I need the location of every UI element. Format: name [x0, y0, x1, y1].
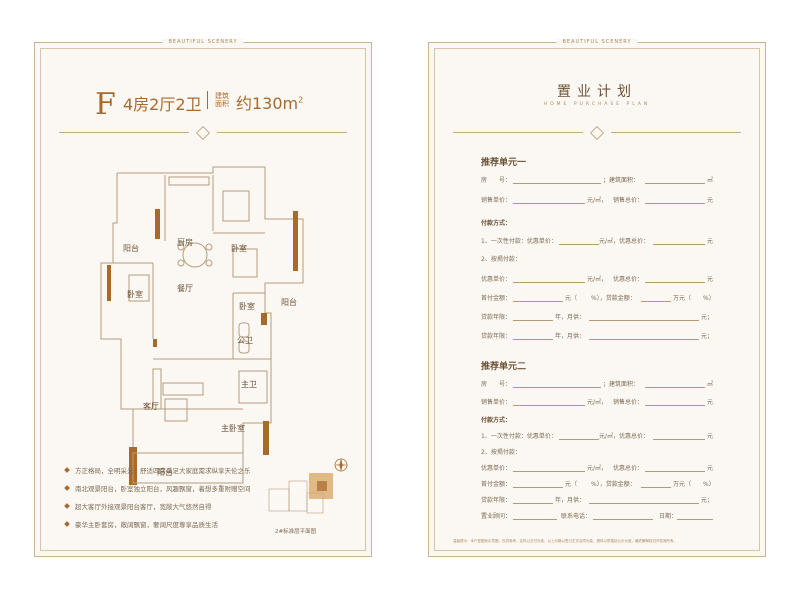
- loan-amount-field[interactable]: [641, 487, 671, 488]
- feature-item: 超大客厅外接观景阳台客厅，宽敞大气悠然自得: [64, 501, 265, 511]
- room-kitchen: 厨房: [177, 238, 193, 247]
- monthly-payment-field[interactable]: [589, 320, 699, 321]
- unit2-pay2-row: 2、按揭付款：: [481, 449, 521, 456]
- ornament-divider: [59, 125, 347, 141]
- room-bedroom-mid: 卧室: [239, 302, 255, 311]
- purchase-plan-sheet: BEAUTIFUL SCENERY 置业计划 HOME PURCHASE PLA…: [428, 39, 766, 557]
- plan-outline: [100, 166, 304, 454]
- down-payment-field[interactable]: [513, 301, 563, 302]
- loan-years-field[interactable]: [513, 339, 553, 340]
- floorplan-sheet: BEAUTIFUL SCENERY F 4房2厅2卫 建筑 面积 约130m2: [34, 39, 372, 557]
- feature-text: 豪华主卧套房，敞阔飘窗，奢阔尺度尊享品质生活: [75, 521, 218, 529]
- sheet-frame: [40, 48, 366, 551]
- unit1-title: 推荐单元一: [481, 158, 527, 168]
- feature-item: 方正格局，全明采光，舒适四房满足大家庭需求纵享天伦之乐: [64, 465, 265, 475]
- area-label-line2: 面积: [215, 100, 229, 108]
- unit1-pay2-row: 2、按揭付款：: [481, 256, 521, 263]
- bullet-icon: [64, 521, 70, 527]
- unit1-discount-row: 优惠单价： 元/㎡， 优惠总价： 元: [481, 276, 714, 283]
- consultant-field[interactable]: [513, 519, 557, 520]
- unit2-house-row: 房 号： ；建筑面积： ㎡: [481, 381, 714, 388]
- feature-item: 南北观景阳台，卧室独立阳台，风趣飘窗，着想多重附赠空间: [64, 483, 265, 493]
- pay1-total-field[interactable]: [653, 244, 705, 245]
- area-value: 约130m2: [236, 90, 303, 114]
- title-separator: [207, 91, 208, 109]
- unit1-payment-title: 付款方式：: [481, 220, 512, 227]
- sheet-banner: BEAUTIFUL SCENERY: [556, 39, 638, 45]
- phone-field[interactable]: [593, 519, 653, 520]
- unit2-discount-row: 优惠单价： 元/㎡， 优惠总价： 元: [481, 465, 714, 472]
- bullet-icon: [64, 467, 70, 473]
- sale-unit-price-field[interactable]: [513, 203, 585, 204]
- area-label: 建筑 面积: [215, 92, 233, 108]
- unit2-pay1-row: 1、一次性付款：优惠单价： 元/㎡，优惠总价： 元: [481, 433, 714, 440]
- area-label-line1: 建筑: [215, 92, 229, 100]
- unit1-house-row: 房 号： ；建筑面积： ㎡: [481, 177, 714, 184]
- pay1-total-field[interactable]: [653, 439, 705, 440]
- building-location-map: [268, 473, 333, 514]
- bullet-icon: [64, 503, 70, 509]
- ornament-divider: [453, 125, 741, 141]
- pay1-unit-field[interactable]: [559, 439, 599, 440]
- feature-item: 豪华主卧套房，敞阔飘窗，奢阔尺度尊享品质生活: [64, 519, 265, 529]
- unit1-sale-row: 销售单价： 元/㎡， 销售总价： 元: [481, 197, 714, 204]
- sale-total-field[interactable]: [645, 203, 705, 204]
- monthly-payment-field[interactable]: [589, 503, 699, 504]
- loan-years-field[interactable]: [513, 503, 553, 504]
- discount-total-field[interactable]: [645, 471, 705, 472]
- unit1-pay1-row: 1、一次性付款：优惠单价： 元/㎡，优惠总价： 元: [481, 238, 714, 245]
- compass-icon: [334, 458, 348, 472]
- room-master-bath: 主卫: [241, 380, 257, 389]
- room-master-bedroom: 主卧室: [221, 424, 245, 433]
- discount-unit-field[interactable]: [513, 282, 585, 283]
- house-no-field[interactable]: [513, 183, 601, 184]
- room-dining: 餐厅: [177, 284, 193, 293]
- feature-text: 超大客厅外接观景阳台客厅，宽敞大气悠然自得: [75, 503, 212, 511]
- sheet-banner: BEAUTIFUL SCENERY: [162, 39, 244, 45]
- unit2-down-row: 首付金额： 元（ %），贷款金额： 万元（ %）: [481, 481, 715, 488]
- discount-unit-field[interactable]: [513, 471, 585, 472]
- area-value-text: 约130m: [236, 94, 299, 113]
- purchase-plan-title: 置业计划: [557, 84, 637, 100]
- building-area-field[interactable]: [645, 387, 705, 388]
- feature-text: 南北观景阳台，卧室独立阳台，风趣飘窗，着想多重附赠空间: [75, 485, 251, 493]
- purchase-plan-subtitle: HOME PURCHASE PLAN: [543, 102, 651, 107]
- sale-total-field[interactable]: [645, 405, 705, 406]
- room-living: 客厅: [143, 402, 159, 411]
- disclaimer: 温馨提示：本户型图系示意图，仅供参考，实际以交付为准，以上价格以签订正式合同为准…: [453, 539, 677, 543]
- feature-list: 方正格局，全明采光，舒适四房满足大家庭需求纵享天伦之乐 南北观景阳台，卧室独立阳…: [64, 465, 265, 537]
- unit2-payment-title: 付款方式：: [481, 417, 512, 424]
- floor-plan: [100, 166, 304, 485]
- room-public-bath: 公卫: [237, 336, 253, 345]
- unit1-down-row: 首付金额： 元（ %），贷款金额： 万元（ %）: [481, 295, 715, 302]
- building-area-field[interactable]: [645, 183, 705, 184]
- loan-years-field[interactable]: [513, 320, 553, 321]
- pay1-unit-field[interactable]: [559, 244, 599, 245]
- house-no-field[interactable]: [513, 387, 601, 388]
- loan-amount-field[interactable]: [641, 301, 671, 302]
- unit1-loan-row: 贷款年限： 年，月供： 元；: [481, 314, 714, 321]
- sale-unit-price-field[interactable]: [513, 405, 585, 406]
- room-balcony-top: 阳台: [123, 244, 139, 253]
- room-config: 4房2厅2卫: [123, 95, 202, 114]
- room-balcony-right: 阳台: [281, 298, 297, 307]
- unit1-loan-row-2: 贷款年限： 年，月供： 元；: [481, 333, 714, 340]
- unit2-loan-row: 贷款年限： 年，月供： 元；: [481, 497, 714, 504]
- location-map-caption: 2#标准层平面图: [275, 529, 317, 535]
- monthly-payment-field[interactable]: [589, 339, 699, 340]
- consultant-row: 置业顾问： 联系电话： 日期：: [481, 511, 713, 521]
- feature-text: 方正格局，全明采光，舒适四房满足大家庭需求纵享天伦之乐: [75, 467, 251, 475]
- unit2-sale-row: 销售单价： 元/㎡， 销售总价： 元: [481, 399, 714, 406]
- room-bedroom-top: 卧室: [231, 244, 247, 253]
- unit-type-letter: F: [95, 87, 116, 122]
- down-payment-field[interactable]: [513, 487, 563, 488]
- room-balcony-bottom: 阳台: [157, 468, 173, 477]
- bullet-icon: [64, 485, 70, 491]
- sheet-frame: [434, 48, 760, 551]
- room-bedroom-left: 卧室: [127, 290, 143, 299]
- unit2-title: 推荐单元二: [481, 362, 527, 372]
- date-field[interactable]: [677, 519, 713, 520]
- discount-total-field[interactable]: [645, 282, 705, 283]
- area-value-sup: 2: [298, 95, 304, 105]
